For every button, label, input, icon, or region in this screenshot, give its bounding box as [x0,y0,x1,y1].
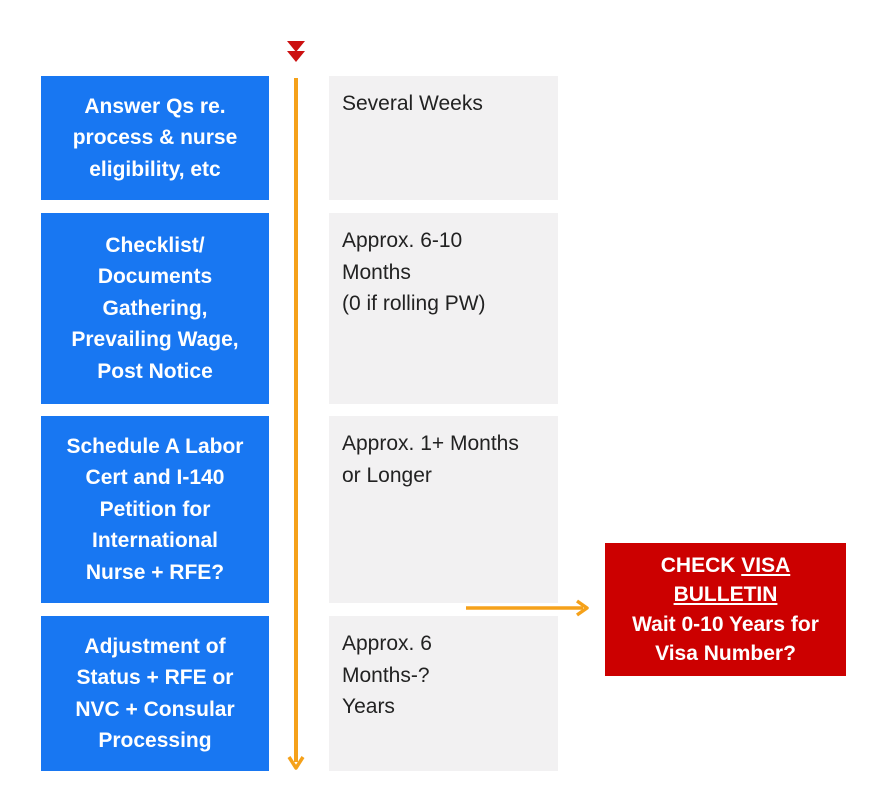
step-1-line-2: process & nurse [72,126,238,150]
step-1-line-1: Answer Qs re. [84,94,226,118]
step-1-duration: Several Weeks [329,76,558,200]
step-3-line-4: International [91,529,218,553]
step-4-line-1: Adjustment of [84,634,226,658]
step-4-line-4: Processing [98,729,212,752]
step-4-duration: Approx. 6 Months-? Years [329,616,558,771]
step-3-duration: Approx. 1+ Months or Longer [329,416,558,603]
step-3-duration-line-1: Approx. 1+ Months [342,432,519,455]
visa-bulletin-line-1: CHECK VISA [661,551,791,581]
step-2-duration-line-2: Months [342,260,411,284]
step-2-duration: Approx. 6-10 Months (0 if rolling PW) [329,213,558,404]
step-2-line-4: Prevailing Wage, [71,328,239,352]
step-3-line-5: Nurse + RFE? [85,560,225,584]
step-1-box: Answer Qs re. process & nurse eligibilit… [41,76,269,200]
step-2-line-5: Post Notice [97,359,213,383]
bulletin-link[interactable]: BULLETIN [673,583,778,606]
step-4-line-2: Status + RFE or [76,666,234,689]
step-3-box: Schedule A Labor Cert and I-140 Petition… [41,416,269,603]
step-2-line-3: Gathering, [102,296,208,320]
step-3-duration-line-2: or Longer [342,463,432,487]
branch-arrow [466,599,589,617]
step-4-duration-line-3: Years [342,695,395,718]
step-2-line-1: Checklist/ [105,233,205,257]
visa-wait-text: Wait 0-10 Years for [632,612,819,636]
step-2-line-2: Documents [97,265,213,289]
step-4-duration-line-1: Approx. 6 [342,632,432,655]
timeline-arrow [287,78,305,770]
step-2-box: Checklist/ Documents Gathering, Prevaili… [41,213,269,404]
step-4-box: Adjustment of Status + RFE or NVC + Cons… [41,616,269,771]
step-1-line-3: eligibility, etc [89,157,221,181]
visa-number-text: Visa Number? [655,642,796,665]
step-2-duration-line-3: (0 if rolling PW) [342,292,486,315]
step-4-line-3: NVC + Consular [75,697,235,721]
step-3-line-1: Schedule A Labor [66,434,244,458]
step-3-line-3: Petition for [99,497,211,521]
check-label: CHECK [660,553,742,577]
visa-bulletin-callout: CHECK VISA BULLETIN Wait 0-10 Years for … [605,543,846,676]
step-3-line-2: Cert and I-140 [85,466,225,490]
step-2-duration-line-1: Approx. 6-10 [342,229,463,252]
visa-link[interactable]: VISA [741,553,791,577]
start-marker-icon [287,41,305,62]
step-1-duration-line-1: Several Weeks [342,92,483,115]
step-4-duration-line-2: Months-? [342,663,430,687]
